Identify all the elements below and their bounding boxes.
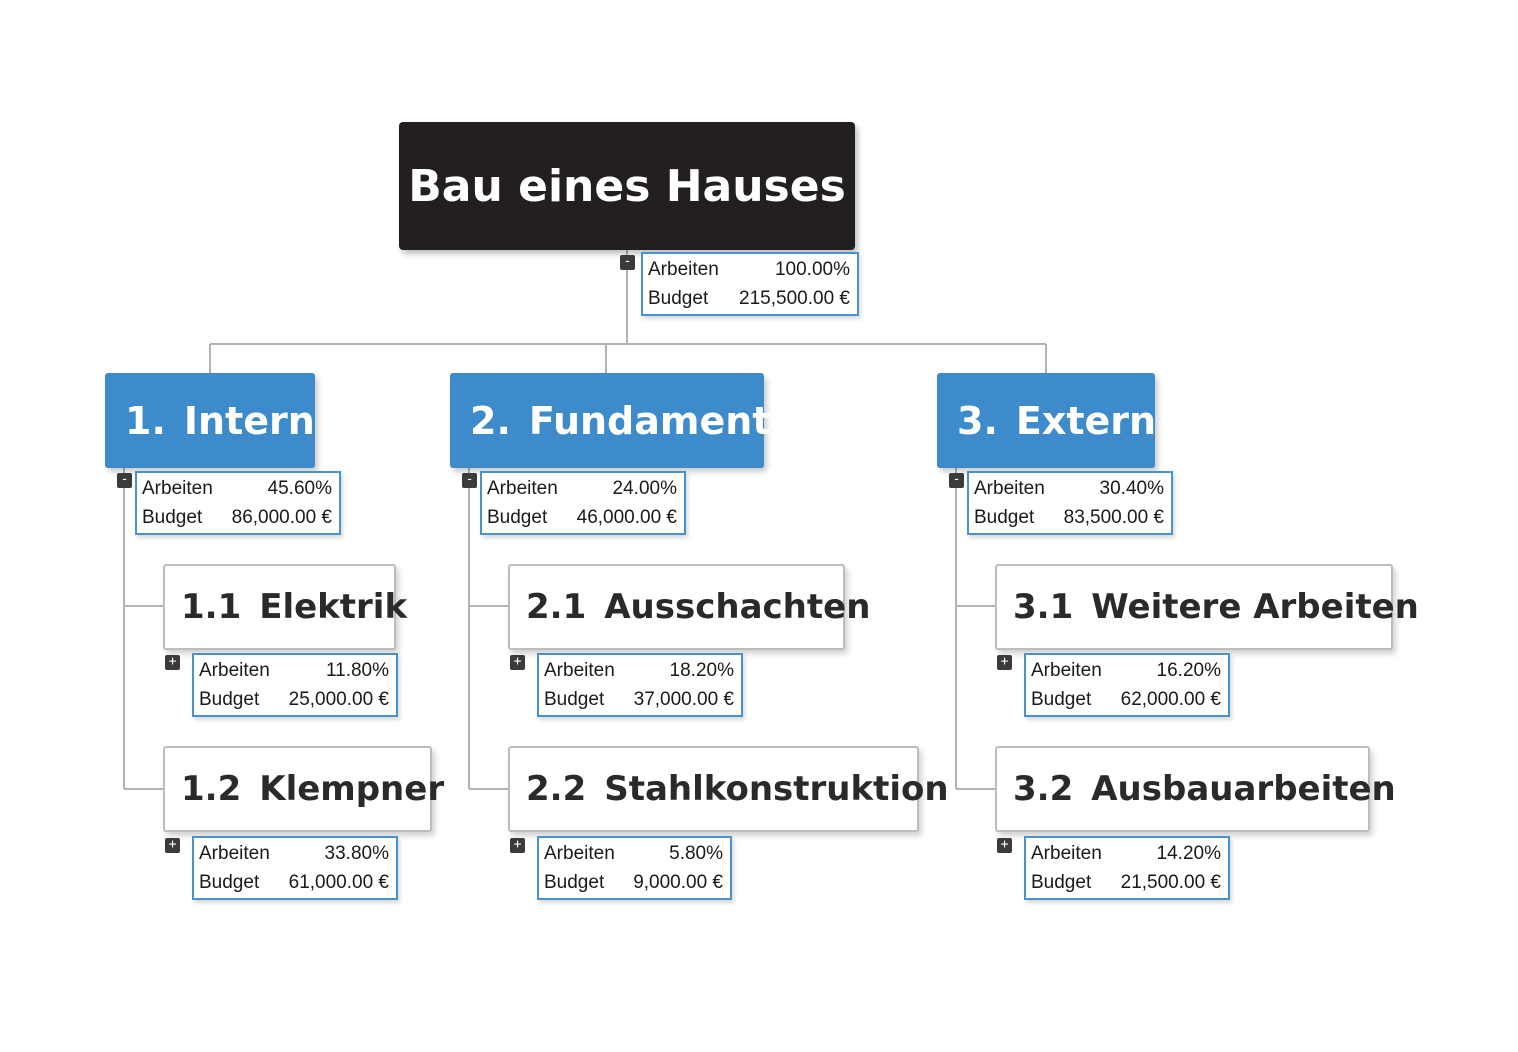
task-info-box: Arbeiten 16.20% Budget 62,000.00 € <box>1024 653 1230 717</box>
expand-icon[interactable]: + <box>510 655 525 670</box>
task-info-box: Arbeiten 14.20% Budget 21,500.00 € <box>1024 836 1230 900</box>
expand-icon[interactable]: + <box>165 655 180 670</box>
collapse-icon[interactable]: - <box>117 473 132 488</box>
branch-info-box: Arbeiten 45.60% Budget 86,000.00 € <box>135 471 341 535</box>
budget-value: 61,000.00 € <box>288 872 389 893</box>
expand-icon[interactable]: + <box>165 838 180 853</box>
budget-value: 86,000.00 € <box>231 507 332 528</box>
task-number: 1.2 <box>181 769 242 809</box>
work-value: 24.00% <box>612 478 677 499</box>
work-label: Arbeiten <box>1031 660 1102 681</box>
task-number: 3.1 <box>1013 587 1074 627</box>
budget-label: Budget <box>487 507 548 528</box>
branch-number: 1. <box>125 398 166 443</box>
budget-value: 25,000.00 € <box>288 689 389 710</box>
root-node[interactable]: Bau eines Hauses <box>399 122 855 250</box>
collapse-icon[interactable]: - <box>949 473 964 488</box>
budget-label: Budget <box>142 507 203 528</box>
work-label: Arbeiten <box>142 478 213 499</box>
task-node-elektrik[interactable]: 1.1 Elektrik <box>163 564 407 650</box>
budget-label: Budget <box>974 507 1035 528</box>
task-title: Weitere Arbeiten <box>1091 587 1419 627</box>
branch-number: 3. <box>957 398 998 443</box>
work-value: 14.20% <box>1156 843 1221 864</box>
task-node-stahlkonstruktion[interactable]: 2.2 Stahlkonstruktion <box>508 746 949 832</box>
work-label: Arbeiten <box>544 660 615 681</box>
work-value: 18.20% <box>669 660 734 681</box>
work-label: Arbeiten <box>974 478 1045 499</box>
budget-label: Budget <box>544 872 605 893</box>
budget-label: Budget <box>1031 689 1092 710</box>
task-title: Ausbauarbeiten <box>1091 769 1396 809</box>
work-value: 16.20% <box>1156 660 1221 681</box>
work-label: Arbeiten <box>544 843 615 864</box>
work-label: Arbeiten <box>199 660 270 681</box>
task-title: Klempner <box>259 769 445 809</box>
task-info-box: Arbeiten 5.80% Budget 9,000.00 € <box>537 836 732 900</box>
budget-value: 46,000.00 € <box>576 507 677 528</box>
task-number: 1.1 <box>181 587 242 627</box>
budget-value: 83,500.00 € <box>1063 507 1164 528</box>
work-value: 45.60% <box>267 478 332 499</box>
task-title: Ausschachten <box>604 587 871 627</box>
budget-label: Budget <box>648 288 709 309</box>
work-value: 11.80% <box>325 660 389 681</box>
budget-value: 9,000.00 € <box>633 872 723 893</box>
task-node-ausbauarbeiten[interactable]: 3.2 Ausbauarbeiten <box>995 746 1396 832</box>
task-info-box: Arbeiten 33.80% Budget 61,000.00 € <box>192 836 398 900</box>
work-label: Arbeiten <box>199 843 270 864</box>
branch-title: Extern <box>1015 398 1157 443</box>
work-value: 100.00% <box>774 259 850 280</box>
work-value: 5.80% <box>669 843 723 864</box>
task-title: Stahlkonstruktion <box>604 769 949 809</box>
task-node-weitere-arbeiten[interactable]: 3.1 Weitere Arbeiten <box>995 564 1419 650</box>
expand-icon[interactable]: + <box>997 655 1012 670</box>
budget-value: 37,000.00 € <box>633 689 734 710</box>
branch-title: Fundament <box>528 398 771 443</box>
budget-label: Budget <box>1031 872 1092 893</box>
expand-icon[interactable]: + <box>997 838 1012 853</box>
budget-label: Budget <box>199 689 260 710</box>
task-info-box: Arbeiten 11.80% Budget 25,000.00 € <box>192 653 398 717</box>
work-label: Arbeiten <box>487 478 558 499</box>
budget-value: 215,500.00 € <box>739 288 850 309</box>
branch-node-extern[interactable]: 3. Extern <box>937 373 1157 468</box>
work-value: 33.80% <box>324 843 389 864</box>
branch-title: Intern <box>183 398 315 443</box>
budget-value: 62,000.00 € <box>1120 689 1221 710</box>
root-info-box: Arbeiten 100.00% Budget 215,500.00 € <box>641 252 859 316</box>
task-node-ausschachten[interactable]: 2.1 Ausschachten <box>508 564 870 650</box>
task-number: 3.2 <box>1013 769 1074 809</box>
budget-label: Budget <box>544 689 605 710</box>
expand-icon[interactable]: + <box>510 838 525 853</box>
branch-number: 2. <box>470 398 511 443</box>
branch-info-box: Arbeiten 30.40% Budget 83,500.00 € <box>967 471 1173 535</box>
collapse-icon[interactable]: - <box>620 255 635 270</box>
work-value: 30.40% <box>1099 478 1164 499</box>
task-node-klempner[interactable]: 1.2 Klempner <box>163 746 444 832</box>
work-label: Arbeiten <box>648 259 719 280</box>
work-label: Arbeiten <box>1031 843 1102 864</box>
collapse-icon[interactable]: - <box>462 473 477 488</box>
root-title: Bau eines Hauses <box>408 160 846 212</box>
branch-info-box: Arbeiten 24.00% Budget 46,000.00 € <box>480 471 686 535</box>
branch-node-fundament[interactable]: 2. Fundament <box>450 373 771 468</box>
task-number: 2.2 <box>526 769 587 809</box>
budget-value: 21,500.00 € <box>1120 872 1221 893</box>
task-title: Elektrik <box>259 587 408 627</box>
branch-node-intern[interactable]: 1. Intern <box>105 373 315 468</box>
task-number: 2.1 <box>526 587 587 627</box>
task-info-box: Arbeiten 18.20% Budget 37,000.00 € <box>537 653 743 717</box>
budget-label: Budget <box>199 872 260 893</box>
